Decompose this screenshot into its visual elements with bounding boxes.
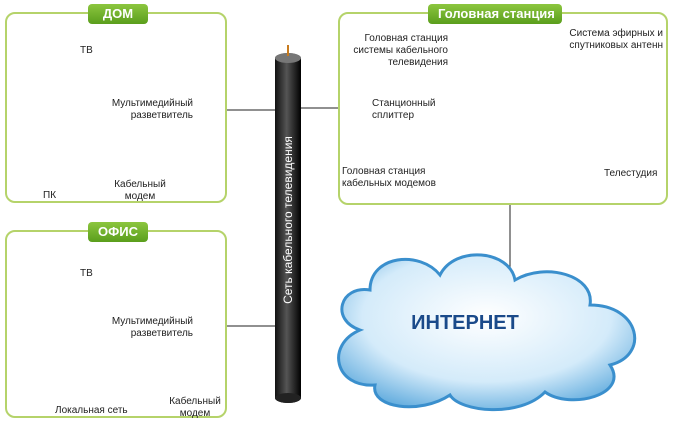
internet-cloud (337, 253, 637, 412)
home-tv-label: ТВ (80, 45, 93, 56)
home-modem-label-1: Кабельный (114, 179, 166, 190)
antenna-label-2: спутниковых антенн (569, 40, 663, 51)
studio-label: Телестудия (604, 168, 658, 179)
station-splitter-label-2: сплиттер (372, 110, 415, 121)
catv-headend-label-2: системы кабельного (353, 45, 448, 56)
home-tag: ДОМ (88, 4, 148, 24)
station-splitter-label-1: Станционный (372, 98, 436, 109)
home-splitter-label-2: разветвитель (130, 110, 193, 121)
home-modem-label-2: модем (124, 191, 156, 202)
office-tag: ОФИС (88, 222, 148, 242)
office-modem-label-1: Кабельный (169, 396, 221, 407)
office-modem-label-2: модем (179, 408, 211, 419)
cmts-label-1: Головная станция (342, 166, 426, 177)
antenna-label-1: Система эфирных и (569, 28, 663, 39)
office-tv-label: ТВ (80, 268, 93, 279)
catv-headend-label-1: Головная станция (364, 33, 448, 44)
headend-panel (338, 12, 668, 205)
office-splitter-label-2: разветвитель (130, 328, 193, 339)
home-panel (5, 12, 227, 203)
office-splitter-label-1: Мультимедийный (111, 316, 193, 327)
cable-label: Сеть кабельного телевидения (281, 136, 295, 304)
home-splitter-label-1: Мультимедийный (111, 98, 193, 109)
cmts-label-2: кабельных модемов (342, 178, 436, 189)
catv-headend-label-3: телевидения (388, 57, 448, 68)
headend-tag: Головная станция (428, 4, 562, 24)
internet-label: ИНТЕРНЕТ (411, 312, 519, 334)
home-pc-label: ПК (43, 190, 57, 201)
lan-label: Локальная сеть (55, 405, 128, 416)
